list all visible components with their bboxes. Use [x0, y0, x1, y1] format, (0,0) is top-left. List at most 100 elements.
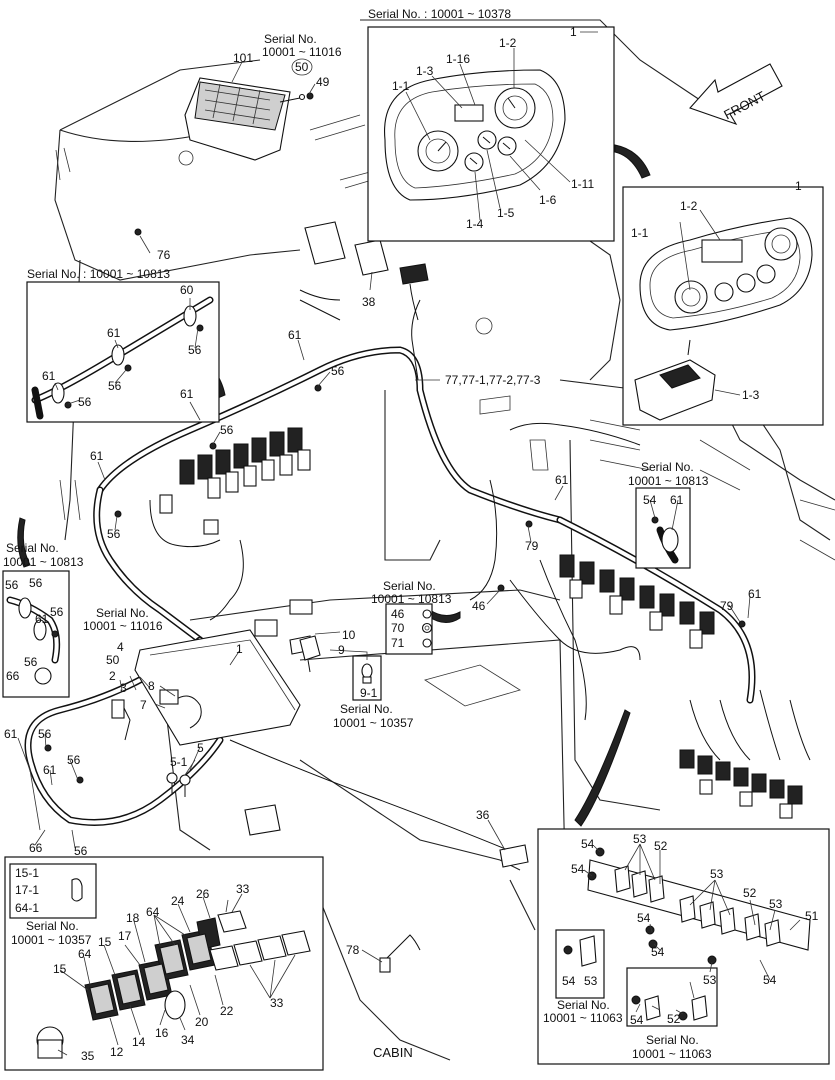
relay-sockets [614, 865, 781, 947]
label-main: 46 [472, 599, 486, 613]
label-gauge-top: 1-4 [466, 217, 484, 231]
label-bracket-box: 53 [633, 832, 647, 846]
label-top-left: 56 [108, 379, 122, 393]
relay-row [559, 554, 715, 649]
label-switch-box: 18 [126, 911, 140, 925]
label-top-misc: 76 [157, 248, 171, 262]
label-lower-left: 56 [74, 844, 88, 858]
label-main: 61 [90, 449, 104, 463]
harness-connector-cluster [159, 427, 311, 535]
serial-mid-left: 10001 ~ 10813 [3, 555, 84, 569]
label-switch-box: 12 [110, 1045, 124, 1059]
label-top-left: 60 [180, 283, 194, 297]
serial-ecu: 10001 ~ 11016 [262, 45, 342, 59]
label-switch-box: 64 [146, 905, 160, 919]
label-bracket-box: 52 [743, 886, 757, 900]
label-main: 79 [525, 539, 539, 553]
label-top-left: 61 [107, 326, 121, 340]
label-bracket-box: 54 [637, 911, 651, 925]
fuse-block-cluster [679, 689, 811, 819]
label-top-left: 56 [188, 343, 202, 357]
label-left-box: 56 [29, 576, 43, 590]
label-switch-box: 24 [171, 894, 185, 908]
label-bracket-box: 52 [654, 839, 668, 853]
label-main: 61 [288, 328, 302, 342]
bracket-box [537, 828, 830, 1065]
label-lower-left: 36 [476, 808, 490, 822]
label-switch-box: 15 [98, 935, 112, 949]
label-gauge-right: 1-1 [631, 226, 649, 240]
label-main: 61 [180, 387, 194, 401]
label-left-box: 61 [35, 612, 49, 626]
label-bracket-box: 54 [571, 862, 585, 876]
label-switch-box: 33 [270, 996, 284, 1010]
gauge-cluster-box-right [622, 186, 824, 426]
text-labels: Serial No. : 10001 ~ 10378 1 1-1 1-2 1-3… [3, 7, 819, 1063]
serial-bottom-left: Serial No. [26, 919, 79, 933]
serial-bottom-left: 10001 ~ 10357 [11, 933, 92, 947]
label-bracket-box: 54 [651, 945, 665, 959]
label-main: 56 [220, 423, 234, 437]
label-lower-left: 61 [43, 763, 57, 777]
label-main: 54 [643, 493, 657, 507]
serial-bulb: Serial No. [340, 702, 393, 716]
serial-mid-left2: 10001 ~ 11016 [83, 619, 163, 633]
label-switch-box: 16 [155, 1026, 169, 1040]
label-gauge-top: 1 [570, 25, 577, 39]
gauge-cluster-box-top [367, 26, 615, 242]
label-top-left: 61 [42, 369, 56, 383]
label-top-misc: 101 [233, 51, 253, 65]
label-lower-left: 56 [67, 753, 81, 767]
serial-right-mid: 10001 ~ 10813 [628, 474, 709, 488]
label-switch-box: 17-1 [15, 883, 39, 897]
serial-bracket-b: Serial No. [646, 1033, 699, 1047]
label-gauge-top: 1-5 [497, 206, 515, 220]
label-bracket-box: 53 [769, 897, 783, 911]
label-main: 61 [748, 587, 762, 601]
clamp-detail-box-left [2, 570, 70, 698]
label-main: 61 [670, 493, 684, 507]
serial-bracket-a: Serial No. [557, 998, 610, 1012]
front-arrow: FRONT [689, 63, 783, 126]
label-gauge-top: 1-16 [446, 52, 470, 66]
label-bracket-box: 54 [562, 974, 576, 988]
serial-right-mid: Serial No. [641, 460, 694, 474]
label-left-box: 5 [197, 741, 204, 755]
label-switch-box: 64-1 [15, 901, 39, 915]
label-bracket-box: 54 [763, 973, 777, 987]
label-bracket-box: 54 [581, 837, 595, 851]
label-left-box: 7 [140, 698, 147, 712]
label-left-box: 5-1 [170, 755, 188, 769]
serial-bracket-a: 10001 ~ 11063 [543, 1011, 623, 1025]
label-bracket-box: 53 [710, 867, 724, 881]
label-left-box: 50 [106, 653, 120, 667]
switch-panel-box [4, 856, 324, 1071]
label-switch-box: 22 [220, 1004, 234, 1018]
label-left-box: 66 [6, 669, 20, 683]
label-switch-box: 14 [132, 1035, 146, 1049]
fastener-detail-box [385, 603, 433, 655]
label-switch-box: 35 [81, 1049, 95, 1063]
label-switch-box: 26 [196, 887, 210, 901]
label-gauge-right: 1 [795, 179, 802, 193]
label-lower-left: 66 [29, 841, 43, 855]
label-left-box: 10 [342, 628, 356, 642]
label-lower-left: 78 [346, 943, 360, 957]
label-bracket-box: 51 [805, 909, 819, 923]
serial-bulb: 10001 ~ 10357 [333, 716, 414, 730]
serial-center: Serial No. [383, 579, 436, 593]
label-circle [291, 58, 313, 76]
label-switch-box: 17 [118, 929, 132, 943]
label-left-box: 8 [148, 679, 155, 693]
label-gauge-top: 1-6 [539, 193, 557, 207]
dashboard-panel [111, 629, 313, 797]
label-left-box: 56 [24, 655, 38, 669]
label-switch-box: 34 [181, 1033, 195, 1047]
label-main: 56 [331, 364, 345, 378]
label-left-box: 56 [50, 605, 64, 619]
label-main: 79 [720, 599, 734, 613]
label-gauge-top: 1-1 [392, 79, 410, 93]
label-switch-box: 15-1 [15, 866, 39, 880]
leader-lines [17, 31, 801, 1056]
